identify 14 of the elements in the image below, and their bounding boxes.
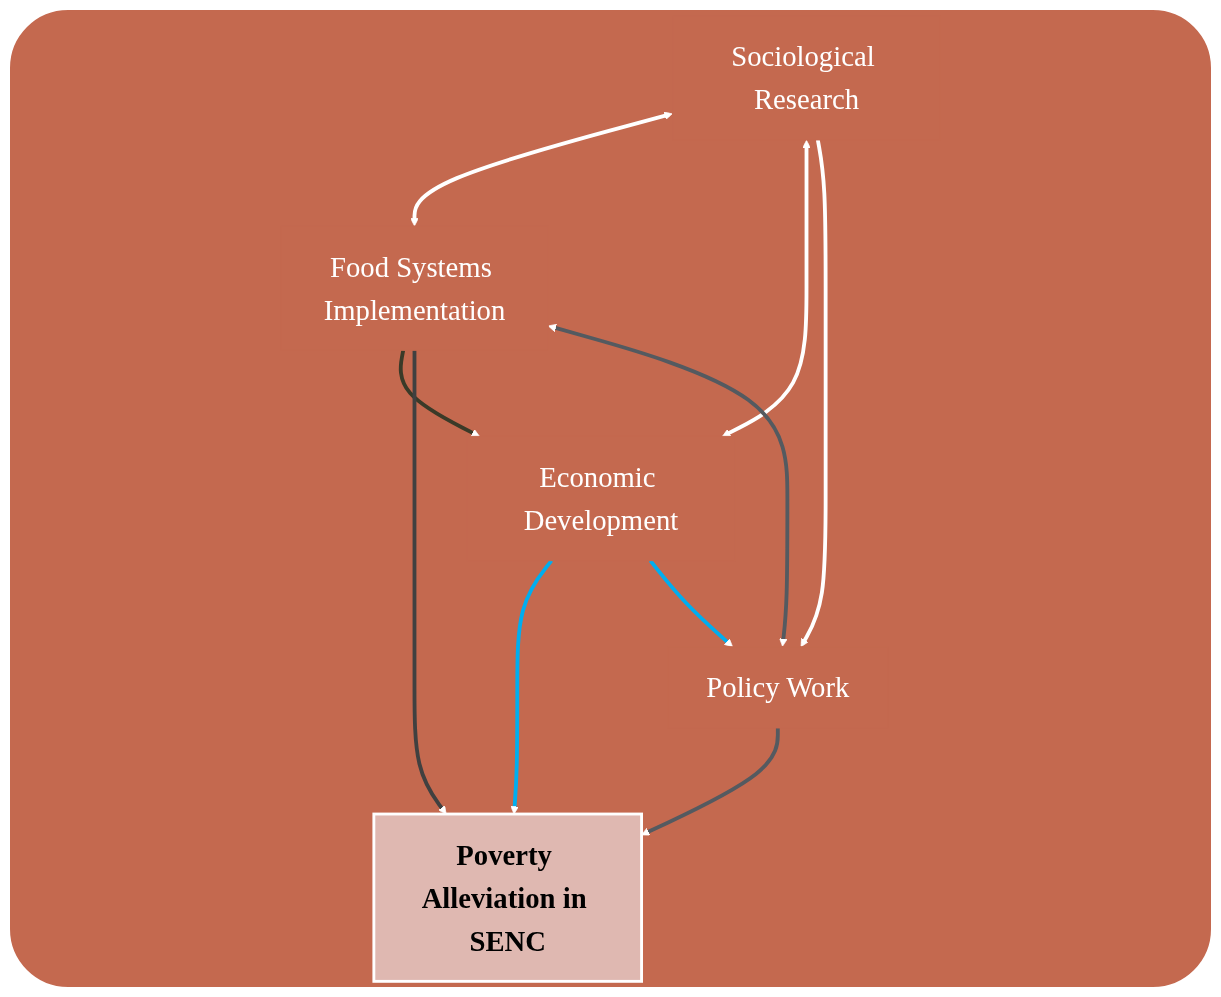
- arrow: [547, 323, 790, 647]
- arrow: [410, 111, 673, 227]
- arrow: [412, 350, 447, 815]
- arrow: [510, 559, 553, 815]
- arrow: [722, 139, 811, 437]
- arrow: [398, 349, 480, 437]
- node-box: Poverty Alleviation in SENC: [372, 812, 643, 983]
- arrow: [800, 139, 828, 648]
- arrow: [641, 727, 780, 836]
- arrow: [648, 559, 733, 648]
- node-text: Policy Work: [706, 671, 850, 704]
- node-text: Food Systems Implementation: [323, 250, 506, 326]
- node-text: Economic Development: [523, 461, 679, 536]
- node-text: Sociological Research: [731, 40, 875, 116]
